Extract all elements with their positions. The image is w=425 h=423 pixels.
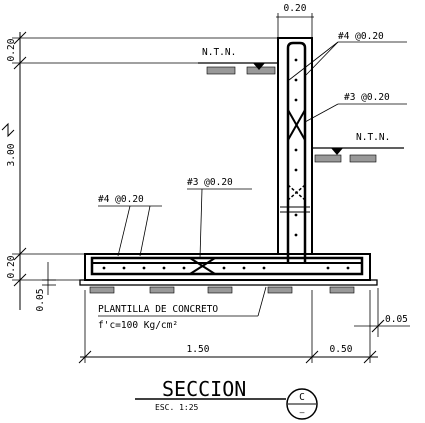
section-reference-mark: — (300, 408, 305, 417)
ntn-label-left: N.T.N. (202, 47, 236, 58)
dim-005-left: 0.05 (35, 262, 56, 311)
ground-level-right: N.T.N. (312, 132, 404, 155)
section-title: SECCION (162, 377, 246, 401)
title-block: SECCION ESC. 1:25 C — (135, 377, 318, 420)
svg-text:#4 @0.20: #4 @0.20 (98, 194, 144, 205)
svg-text:#4 @0.20: #4 @0.20 (338, 31, 384, 42)
wall-rebar (280, 41, 310, 262)
svg-text:PLANTILLA DE CONCRETO: PLANTILLA DE CONCRETO (98, 304, 218, 315)
section-scale: ESC. 1:25 (155, 403, 199, 412)
svg-text:0.20: 0.20 (284, 3, 307, 14)
svg-text:f'c=100 Kg/cm²: f'c=100 Kg/cm² (98, 320, 178, 331)
dim-heel: 1.50 (187, 344, 210, 355)
dim-005-right: 0.05 (354, 288, 410, 337)
footing-rebar (90, 256, 364, 276)
label-wall-horizontal: #3 @0.20 (304, 92, 407, 123)
svg-text:0.05: 0.05 (35, 289, 46, 312)
bottom-dimension: 1.50 0.50 (78, 290, 378, 364)
dim-top-020: 0.20 (6, 38, 17, 61)
label-plantilla: PLANTILLA DE CONCRETO f'c=100 Kg/cm² (98, 286, 267, 331)
svg-text:#3 @0.20: #3 @0.20 (187, 177, 233, 188)
ntn-label-right: N.T.N. (356, 132, 390, 143)
ground-hatches (89, 66, 377, 294)
label-wall-vertical: #4 @0.20 (288, 31, 407, 81)
dim-toe: 0.50 (330, 344, 353, 355)
lean-concrete-base (79, 279, 378, 286)
label-footing-top: #4 @0.20 (98, 194, 162, 257)
section-reference-circle (286, 388, 318, 420)
label-footing-bottom: #3 @0.20 (187, 177, 252, 259)
dim-footing-020: 0.20 (6, 255, 17, 278)
svg-text:#3 @0.20: #3 @0.20 (344, 92, 390, 103)
ground-level-left: N.T.N. (198, 47, 278, 70)
section-reference-letter: C (299, 392, 305, 403)
dim-wall-height: 3.00 (6, 143, 17, 166)
left-dimension: 0.20 3.00 0.20 (1, 31, 278, 310)
svg-text:0.05: 0.05 (385, 314, 408, 325)
dim-wall-thickness: 0.20 (276, 3, 314, 38)
retaining-wall-stem (277, 37, 313, 255)
